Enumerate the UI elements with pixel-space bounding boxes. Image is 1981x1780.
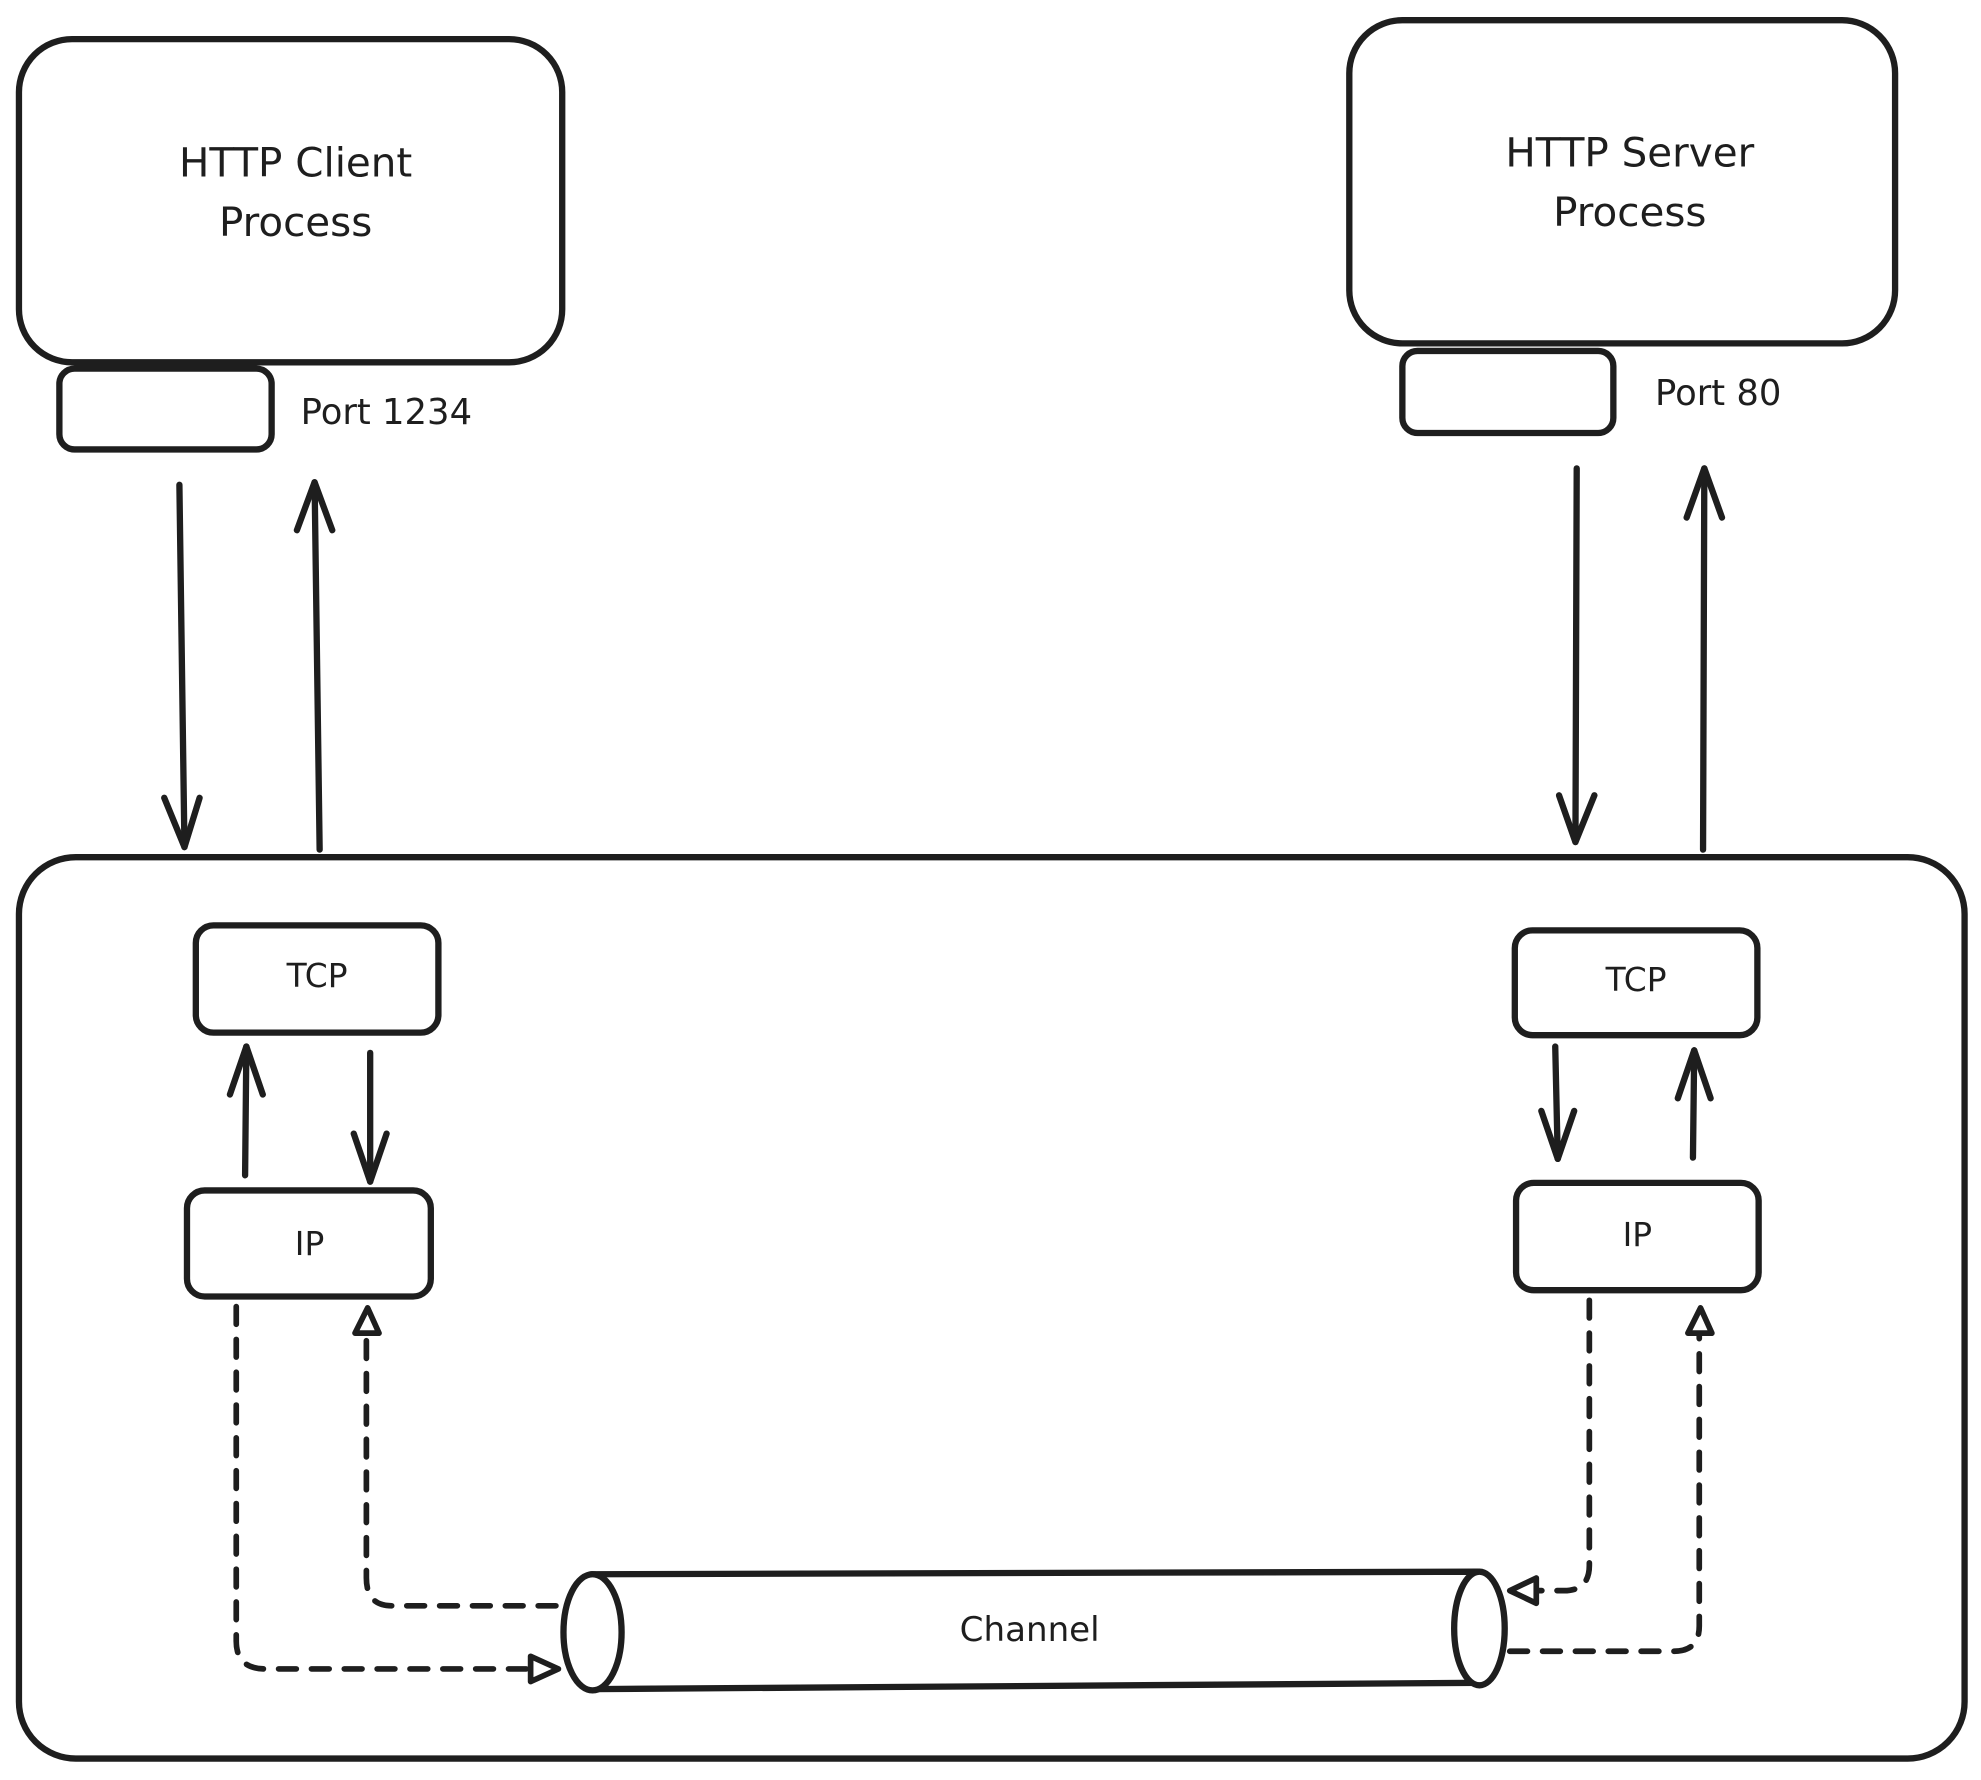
server-tcp-label: TCP — [1605, 961, 1667, 999]
channel-to-client-ip-dashed-arrow — [352, 1305, 559, 1609]
client-tcp-label: TCP — [286, 957, 348, 995]
client-down-arrow — [161, 481, 203, 851]
client-process-box[interactable]: HTTP Client Process — [15, 35, 566, 366]
client-tcp-to-ip-arrow — [350, 1049, 390, 1185]
client-ip-to-tcp-arrow — [226, 1043, 266, 1179]
channel-cylinder[interactable]: Channel — [560, 1568, 1508, 1694]
client-ip-label: IP — [295, 1225, 324, 1263]
server-process-box[interactable]: HTTP Server Process — [1346, 17, 1899, 347]
client-port-box[interactable] — [56, 365, 275, 453]
server-tcp-box[interactable]: TCP — [1511, 927, 1761, 1039]
channel-label: Channel — [960, 1610, 1100, 1650]
server-port-label: Port 80 — [1655, 373, 1781, 414]
client-up-arrow — [293, 479, 336, 853]
server-port-box[interactable] — [1399, 347, 1617, 437]
client-tcp-box[interactable]: TCP — [192, 922, 442, 1036]
client-title-line2: Process — [219, 198, 372, 246]
server-up-arrow — [1683, 465, 1726, 853]
client-ip-box[interactable]: IP — [183, 1187, 434, 1300]
server-tcp-to-ip-arrow — [1538, 1043, 1578, 1163]
channel-to-server-ip-dashed-arrow — [1506, 1305, 1715, 1655]
server-title-line1: HTTP Server — [1505, 129, 1754, 177]
server-ip-label: IP — [1623, 1216, 1652, 1254]
server-title-line2: Process — [1553, 188, 1706, 236]
server-down-arrow — [1555, 465, 1598, 846]
server-ip-to-tcp-arrow — [1674, 1047, 1714, 1161]
client-port-label: Port 1234 — [301, 392, 472, 433]
client-title-line1: HTTP Client — [179, 139, 412, 187]
server-ip-box[interactable]: IP — [1512, 1179, 1762, 1294]
client-ip-to-channel-dashed-arrow — [233, 1303, 562, 1685]
server-ip-to-channel-dashed-arrow — [1506, 1297, 1593, 1607]
network-stack-box[interactable] — [15, 854, 1968, 1762]
